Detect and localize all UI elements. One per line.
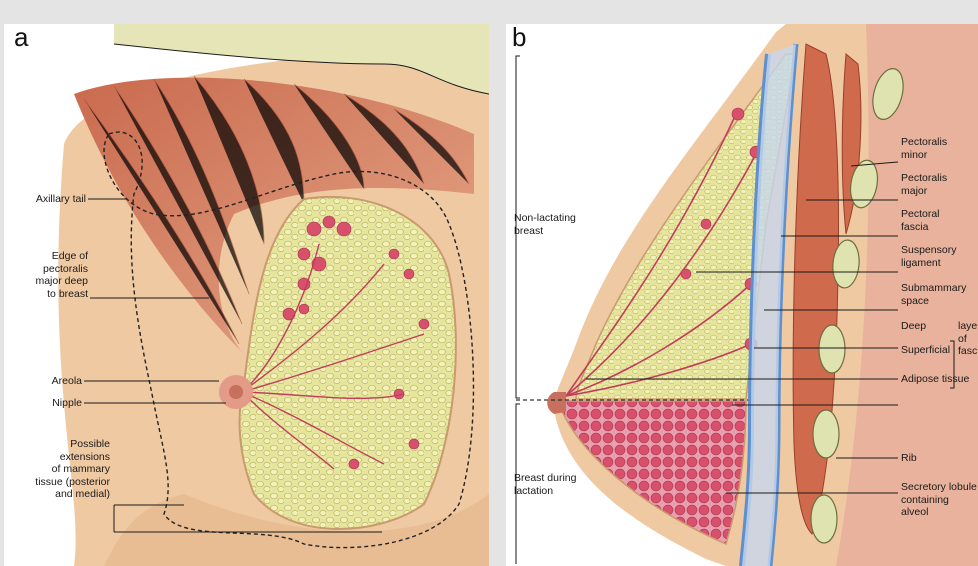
breast-fat-tissue	[240, 197, 456, 529]
panel-b: b Non-lactating breast Breast during lac…	[506, 24, 978, 566]
nipple-sagittal	[547, 392, 566, 414]
label-superficial: Superficial	[901, 344, 950, 357]
label-areola: Areola	[14, 375, 82, 388]
panel-a: a Axillary tail Edge of pectoralis major…	[4, 24, 489, 566]
label-breast-during-lactation: Breast during lactation	[514, 472, 576, 497]
label-pectoralis-minor: Pectoralis minor	[901, 136, 947, 161]
nipple	[229, 385, 243, 399]
label-pectoralis-major: Pectoralis major	[901, 172, 947, 197]
label-nipple: Nipple	[14, 397, 82, 410]
label-secretory-lobule: Secretory lobule containing alveol	[901, 481, 978, 519]
panel-letter-a: a	[14, 24, 28, 50]
label-possible-extensions: Possible extensions of mammary tissue (p…	[8, 438, 110, 501]
label-non-lactating-breast: Non-lactating breast	[514, 212, 576, 237]
label-axillary-tail: Axillary tail	[14, 193, 86, 206]
label-adipose-tissue: Adipose tissue	[901, 373, 969, 386]
label-suspensory-ligament: Suspensory ligament	[901, 244, 956, 269]
label-edge-pectoralis: Edge of pectoralis major deep to breast	[14, 250, 88, 300]
panel-letter-b: b	[512, 24, 526, 50]
label-pectoral-fascia: Pectoral fascia	[901, 208, 940, 233]
label-rib: Rib	[901, 452, 917, 465]
label-submammary-space: Submammary space	[901, 282, 966, 307]
label-layers-of-fascia: layer of fasc	[958, 320, 978, 358]
label-deep: Deep	[901, 320, 926, 333]
